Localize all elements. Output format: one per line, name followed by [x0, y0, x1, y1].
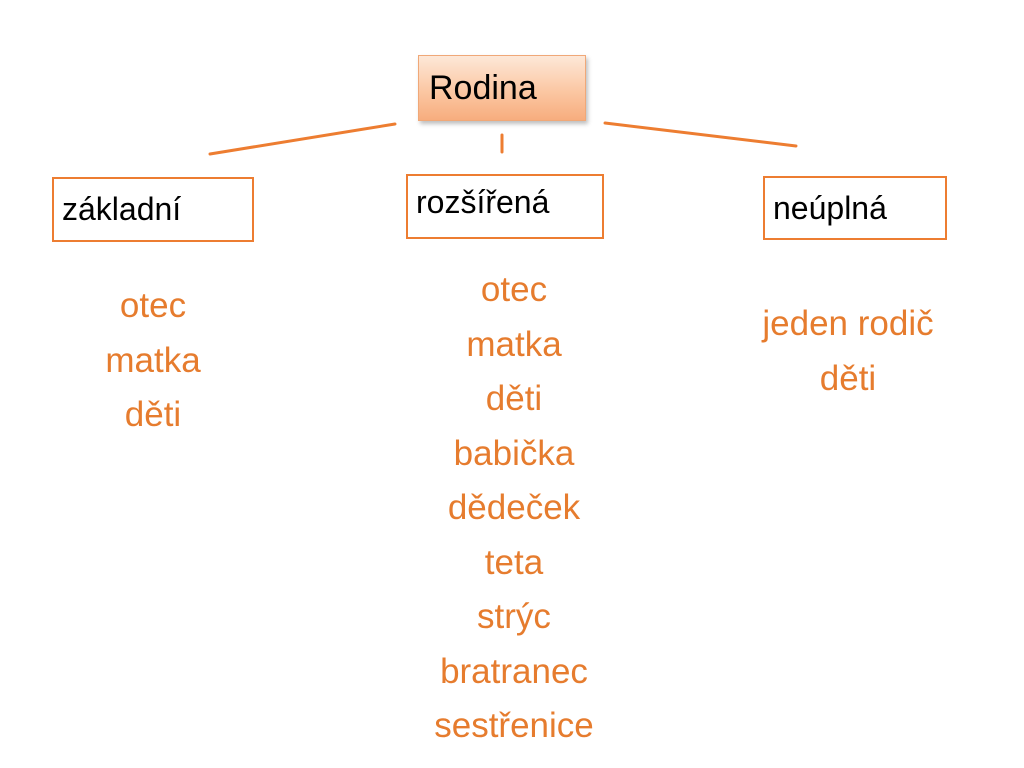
member-item: bratranec [440, 651, 588, 691]
connector-left [208, 122, 397, 156]
member-item: matka [466, 324, 562, 364]
branch-node-neuplna: neúplná [763, 176, 947, 240]
member-item: teta [484, 542, 544, 582]
member-item: děti [124, 395, 182, 434]
member-list-zakladni: otec matka děti [53, 279, 253, 443]
member-item: otec [119, 286, 187, 325]
member-item: sestřenice [434, 706, 594, 745]
branch-node-rozsirena: rozšířená [406, 174, 604, 239]
member-item: dědeček [447, 488, 581, 527]
root-node-rodina: Rodina [418, 55, 586, 121]
member-item: děti [819, 358, 877, 398]
member-item: děti [485, 379, 543, 418]
member-item: strýc [477, 597, 551, 636]
member-item: otec [480, 270, 548, 309]
branch-label-rozsirena: rozšířená [416, 184, 550, 220]
branch-label-zakladni: základní [62, 191, 182, 227]
branch-node-zakladni: základní [52, 177, 254, 242]
member-item: matka [105, 340, 201, 380]
member-item: babička [453, 433, 575, 473]
root-node-label: Rodina [429, 68, 537, 107]
member-item: jeden rodič [762, 304, 934, 343]
member-list-neuplna: jeden rodič děti [728, 297, 968, 406]
branch-label-neuplna: neúplná [773, 189, 887, 226]
member-list-rozsirena: otec matka děti babička dědeček teta str… [404, 263, 624, 754]
connector-right [603, 121, 798, 148]
